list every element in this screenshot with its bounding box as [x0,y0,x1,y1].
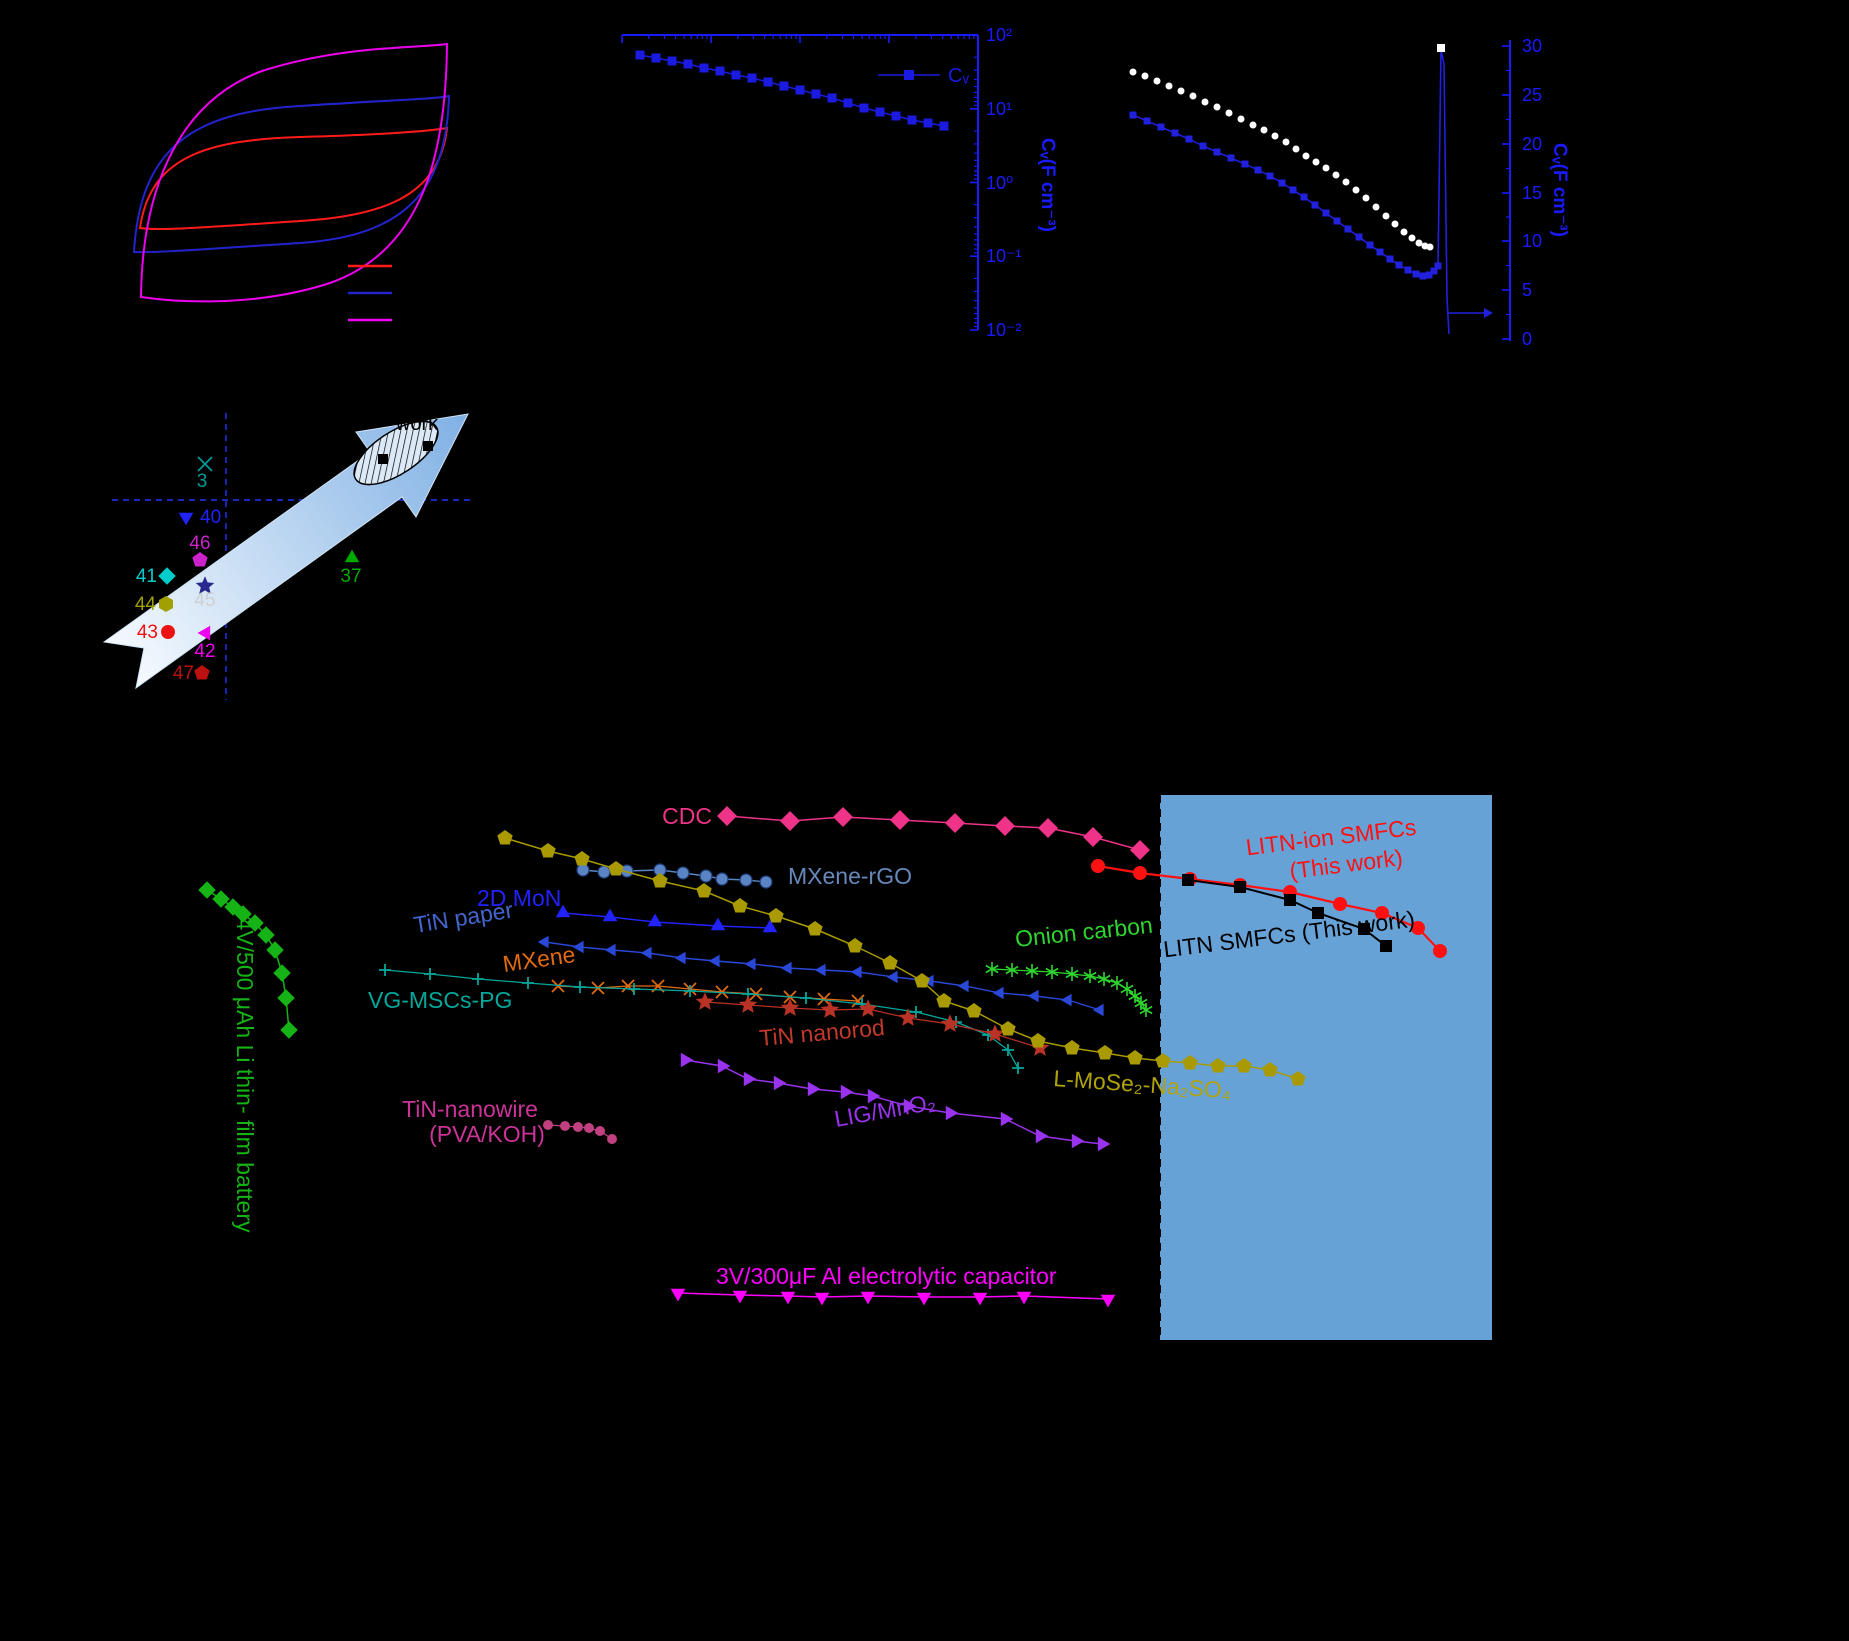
b-tick-0p01: 10⁻² [986,320,1022,340]
d-ref-3: 3 [197,471,208,492]
panel-a-cv-curves [132,42,451,322]
series-litn-smfcs [1182,874,1392,952]
d-ref-41: 41 [136,566,157,587]
b-tick-0p1: 10⁻¹ [986,246,1022,266]
d-ref-46: 46 [189,533,210,554]
d-ref-40: 40 [200,507,221,528]
cv-magenta [139,42,449,303]
b-axis-title: Cᵥ(F cm⁻³) [1037,138,1058,232]
series-tin-nanorod [695,992,1050,1056]
series-al-electrolytic-capacitor [670,1288,1116,1308]
series-tin-nanowire [543,1120,617,1144]
d-ref-45: 45 [194,590,215,611]
c-tick-30: 30 [1522,36,1542,56]
panel-d-comparison-scatter [102,413,470,700]
b-tick-1: 10⁰ [986,173,1013,193]
d-ref-43: 43 [137,622,158,643]
e-label-mxene: MXene [501,941,577,977]
this-work-ellipse [353,420,439,486]
c-tick-5: 5 [1522,280,1532,300]
e-label-2d-mon: 2D MoN [477,885,561,911]
series-white-dots [1129,68,1434,251]
b-tick-10: 10¹ [986,99,1012,119]
c-tick-25: 25 [1522,85,1542,105]
series-cdc [717,806,1150,860]
series-lig-mno2 [680,1052,1111,1152]
e-label-vg-mscs-pg: VG-MSCs-PG [368,987,512,1013]
e-label-cdc: CDC [662,803,712,829]
d-work-label: work [395,413,439,435]
e-label-tin-nanowire-2: (PVA/KOH) [429,1121,545,1147]
series-li-thin-film-battery [198,881,298,1039]
c-tick-0: 0 [1522,329,1532,349]
d-ref-44: 44 [135,594,157,615]
cv-blue [132,94,451,254]
e-label-al-capacitor: 3V/300μF Al electrolytic capacitor [716,1263,1057,1289]
c-tick-20: 20 [1522,134,1542,154]
series-l-mose2-na2so4 [497,830,1306,1086]
series-2d-mon [555,904,778,933]
e-label-tin-nanorod: TiN nanorod [758,1014,886,1051]
end-spike [1437,49,1450,335]
d-ref-42: 42 [194,641,215,662]
panel-b-log-plot [621,34,979,331]
e-label-tin-nanowire: TiN-nanowire [402,1096,538,1122]
series-blue-squares [1129,111,1442,280]
panel-e-ragone-plot [198,795,1492,1340]
b-tick-100: 10² [986,25,1012,45]
e-label-li-battery: 4V/500 μAh Li thin- film battery [232,918,258,1233]
c-tick-15: 15 [1522,183,1542,203]
c-axis-title: Cᵥ(F cm⁻³) [1549,143,1570,237]
d-ref-37: 37 [340,566,361,587]
b-legend-label: Cᵥ [948,65,969,87]
e-label-mxene-rgo: MXene-rGO [788,863,912,889]
e-label-onion-carbon: Onion carbon [1014,912,1154,952]
e-label-tin-paper: TiN paper [412,897,515,938]
figure-geometry [102,34,1511,1340]
e-label-lig-mno2: LIG/MnO₂ [832,1089,937,1132]
panel-c-retention-plot [1129,40,1511,341]
series-onion-carbon [985,962,1153,1017]
c-tick-10: 10 [1522,231,1542,251]
right-arrow-icon [1484,308,1493,318]
d-ref-47: 47 [173,663,194,684]
